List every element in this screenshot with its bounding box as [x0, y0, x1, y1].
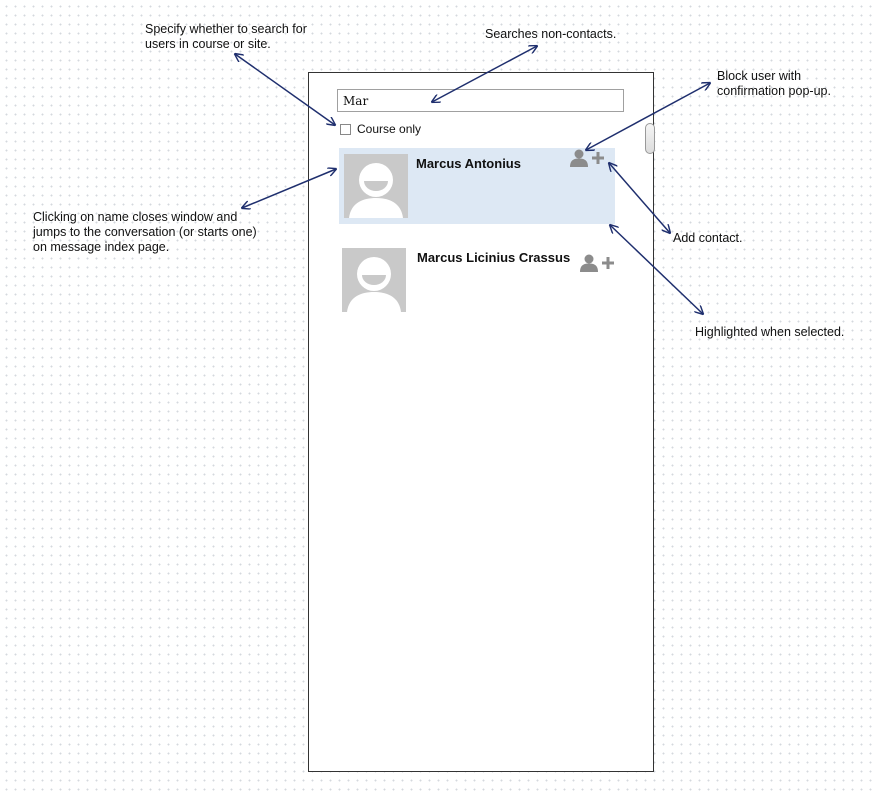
annotation-non-contacts: Searches non-contacts.: [485, 27, 617, 41]
annotation-search-scope: Specify whether to search for users in c…: [145, 22, 307, 51]
default-avatar-icon: [342, 248, 406, 312]
arrow-add-contact: [609, 163, 670, 233]
row-actions: [570, 149, 604, 167]
arrow-highlight: [610, 225, 703, 314]
annotation-block-user: Block user with confirmation pop-up.: [717, 69, 831, 98]
annotation-name-click: Clicking on name closes window and jumps…: [33, 210, 257, 254]
arrow-name-click: [242, 169, 336, 208]
user-result-row[interactable]: Marcus Antonius: [339, 148, 615, 224]
block-user-icon[interactable]: [580, 254, 598, 272]
row-actions: [580, 254, 614, 272]
user-name-link[interactable]: Marcus Licinius Crassus: [417, 250, 571, 265]
course-only-checkbox[interactable]: [340, 123, 351, 135]
block-user-icon[interactable]: [570, 149, 588, 167]
annotation-highlight: Highlighted when selected.: [695, 325, 845, 339]
default-avatar-icon: [344, 154, 408, 218]
course-only-filter[interactable]: Course only: [340, 122, 421, 136]
add-contact-icon[interactable]: [592, 152, 604, 164]
user-result-row[interactable]: Marcus Licinius Crassus: [339, 242, 615, 318]
arrow-non-contacts: [432, 46, 537, 102]
arrow-search-scope: [235, 54, 335, 125]
course-only-label: Course only: [357, 122, 422, 136]
add-contact-icon[interactable]: [602, 257, 614, 269]
user-name-link[interactable]: Marcus Antonius: [416, 156, 521, 171]
arrow-block-user: [586, 83, 710, 150]
